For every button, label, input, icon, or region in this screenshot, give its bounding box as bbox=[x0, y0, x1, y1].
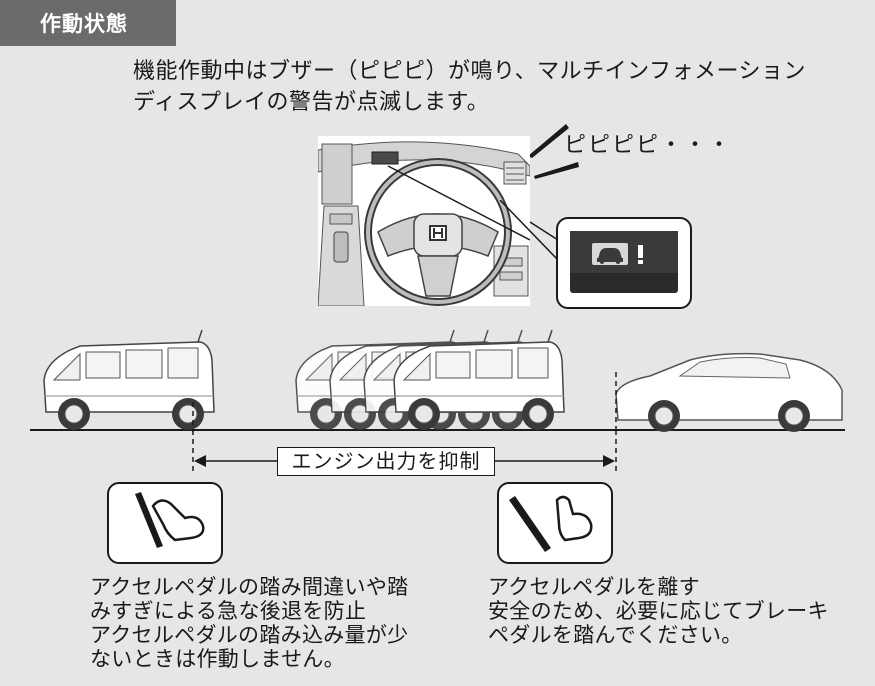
accelerator-released-box bbox=[497, 482, 613, 564]
section-title: 作動状態 bbox=[40, 12, 128, 36]
accelerator-pressed-icon bbox=[109, 492, 221, 566]
note-pressed-line-3: アクセルペダルの踏み込み量が少 bbox=[90, 623, 409, 647]
note-pressed-line-2: みすぎによる急な後退を防止 bbox=[90, 599, 367, 623]
note-released: アクセルペダルを離す 安全のため、必要に応じてブレーキ ペダルを踏んでください。 bbox=[488, 575, 829, 647]
display-callout bbox=[556, 217, 692, 309]
intro-text: 機能作動中はブザー（ピピピ）が鳴り、マルチインフォメーション ディスプレイの警告… bbox=[133, 56, 833, 118]
accelerator-released-icon bbox=[499, 495, 611, 566]
note-released-line-1: アクセルペダルを離す bbox=[488, 575, 700, 599]
section-header: 作動状態 bbox=[0, 0, 176, 46]
engine-output-suppression-label: エンジン出力を抑制 bbox=[277, 447, 495, 476]
note-pressed-line-4: ないときは作動しません。 bbox=[90, 647, 345, 671]
accelerator-pressed-box bbox=[107, 482, 223, 564]
buzzer-text: ピピピピ・・・ bbox=[564, 133, 733, 158]
intro-line-2: ディスプレイの警告が点滅します。 bbox=[133, 90, 490, 115]
reversing-scene bbox=[30, 329, 845, 432]
note-pressed: アクセルペダルの踏み間違いや踏 みすぎによる急な後退を防止 アクセルペダルの踏み… bbox=[90, 575, 408, 671]
multi-information-display bbox=[570, 231, 678, 293]
buzzer-sound-marks bbox=[528, 124, 579, 179]
note-released-line-3: ペダルを踏んでください。 bbox=[488, 623, 743, 647]
dashboard-illustration bbox=[318, 136, 530, 306]
intro-line-1: 機能作動中はブザー（ピピピ）が鳴り、マルチインフォメーション bbox=[133, 59, 807, 84]
note-pressed-line-1: アクセルペダルの踏み間違いや踏 bbox=[90, 575, 409, 599]
callout-leader bbox=[500, 200, 559, 261]
note-released-line-2: 安全のため、必要に応じてブレーキ bbox=[488, 599, 829, 623]
car-warning-icon bbox=[592, 243, 656, 269]
